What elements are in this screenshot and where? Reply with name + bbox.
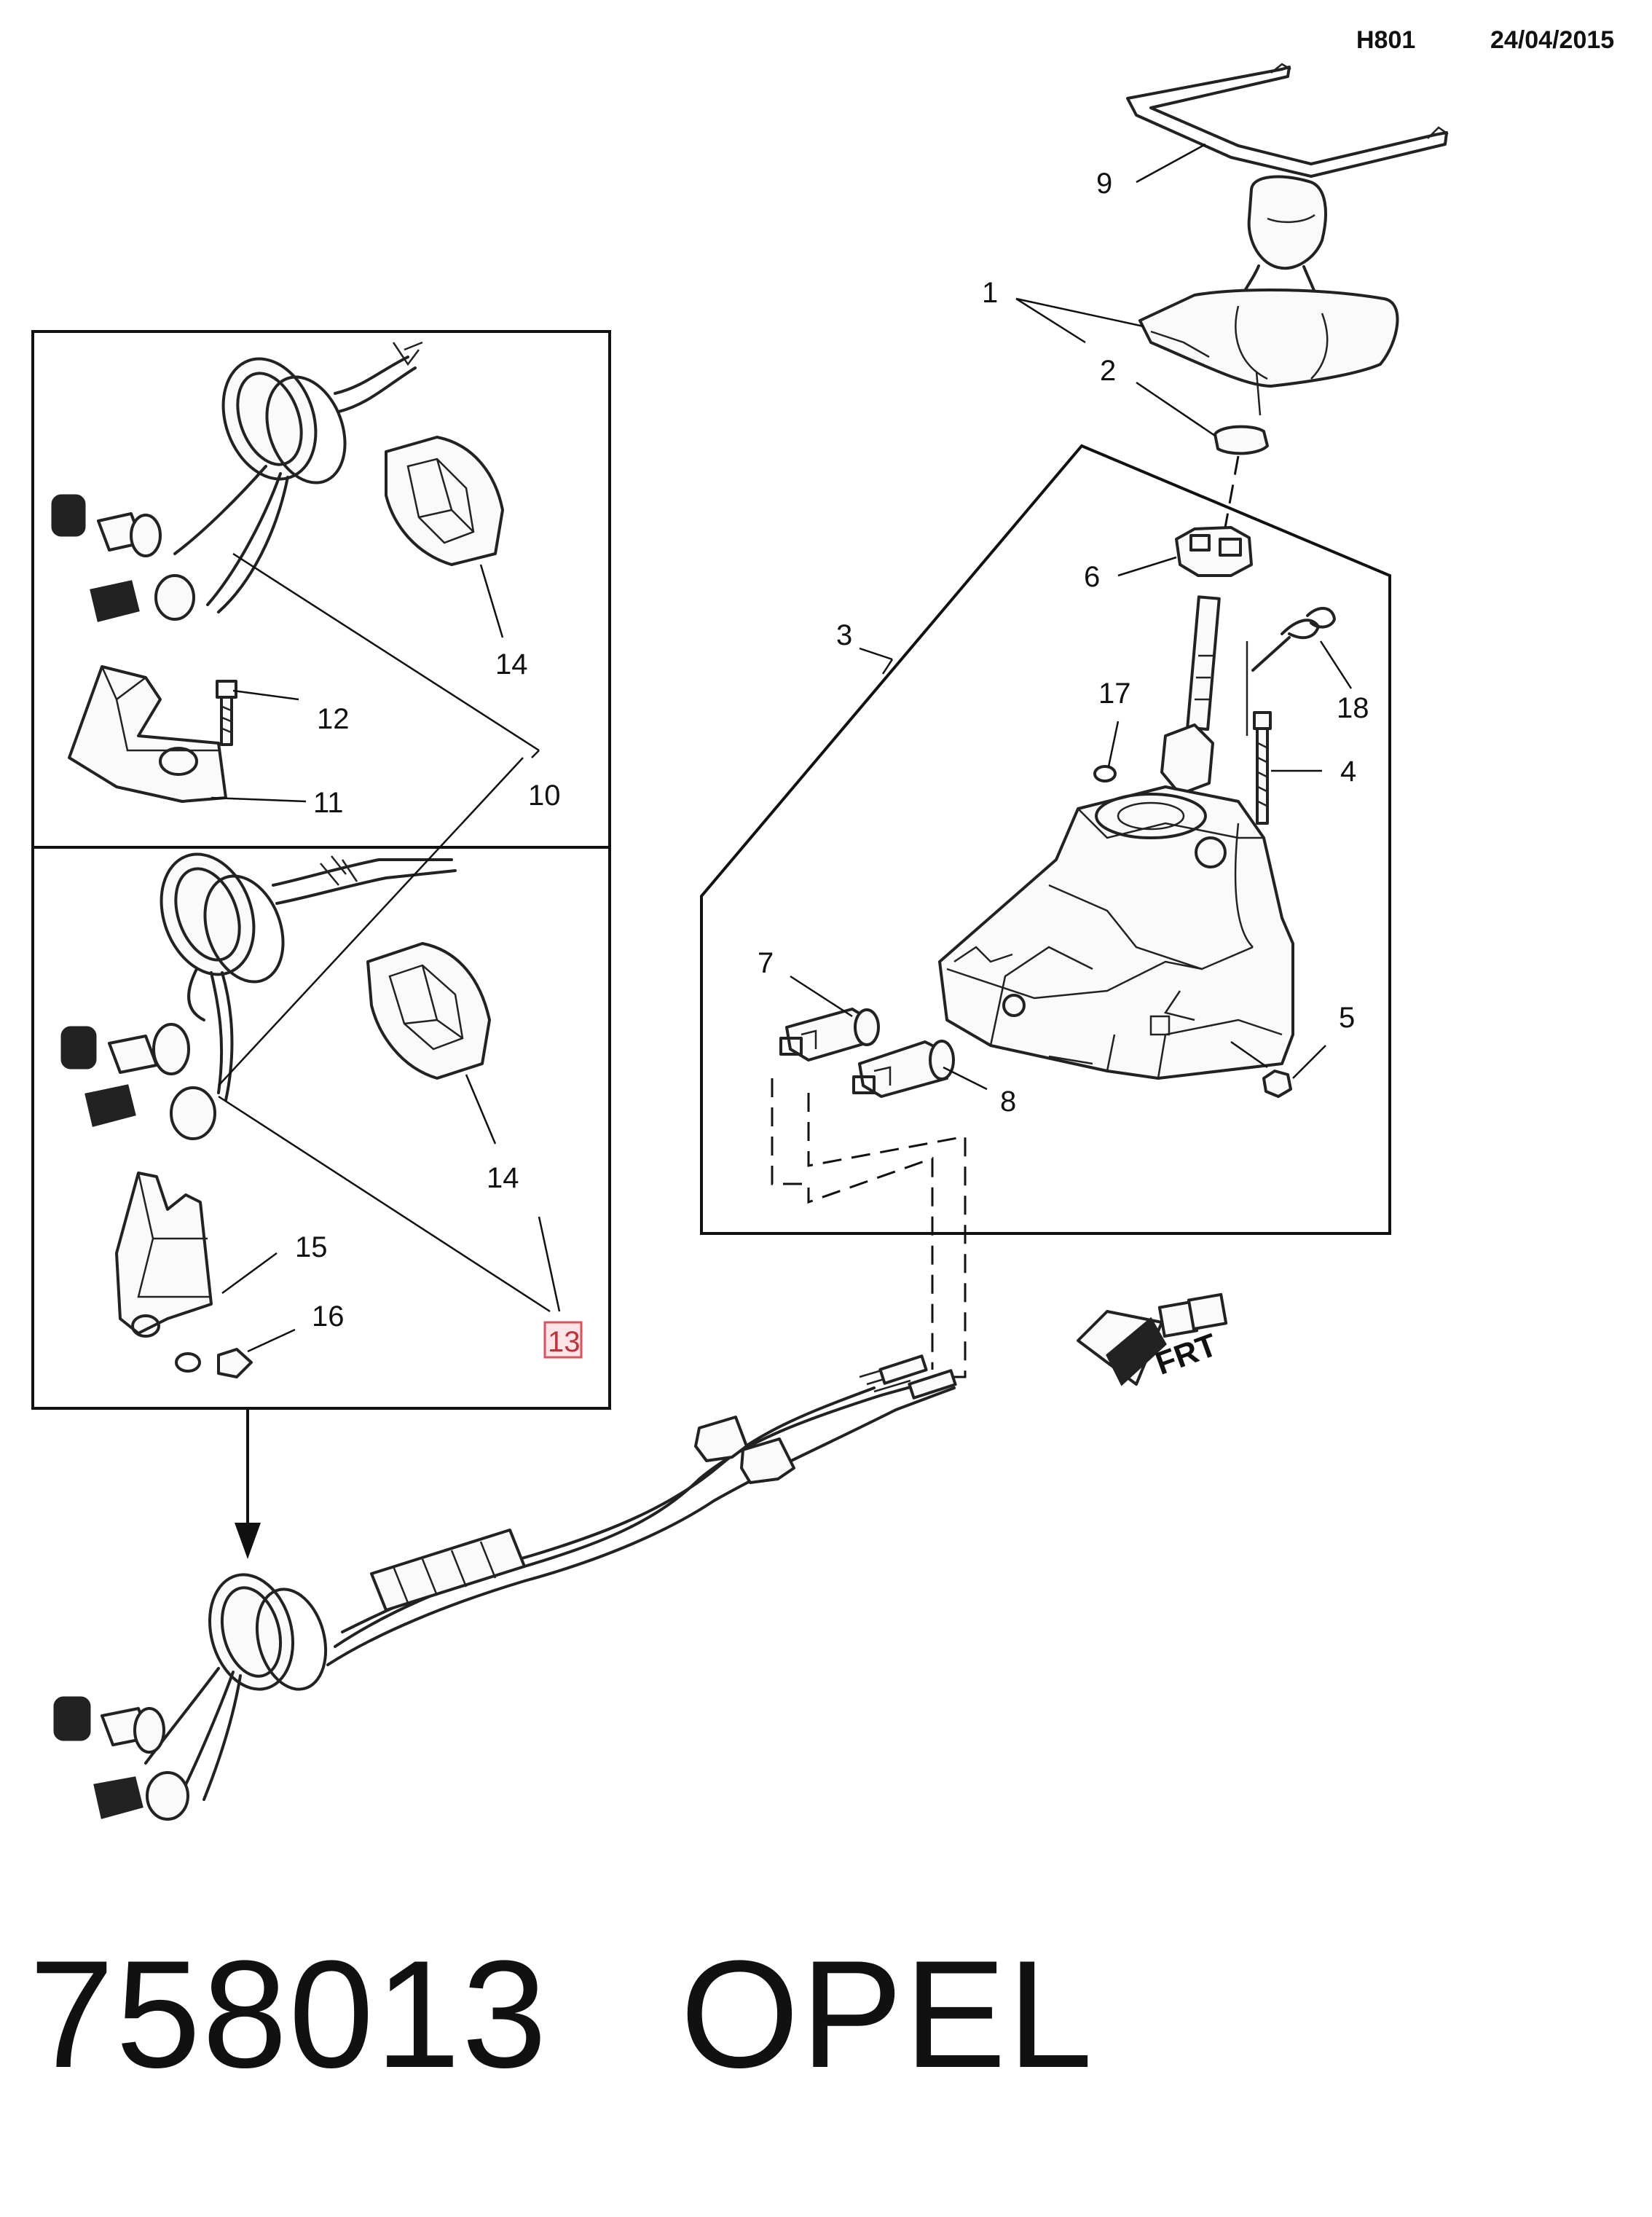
diagram-date: 24/04/2015 (1490, 26, 1615, 54)
inset-arrow (235, 1408, 261, 1559)
inset-upper-cable-ends (51, 465, 289, 622)
shift-lever (1160, 595, 1221, 796)
selector-gate (1175, 526, 1253, 577)
spring-clip (1093, 765, 1117, 782)
inset-upper-bracket (68, 665, 227, 803)
callout-15: 15 (295, 1231, 328, 1263)
trim-bezel (1126, 63, 1449, 178)
diagram-code: H801 (1356, 26, 1416, 54)
callout-7: 7 (758, 947, 774, 979)
cable-grommet-main (208, 1573, 328, 1691)
front-direction-marker: FRT (1077, 1292, 1228, 1386)
callout-2: 2 (1100, 355, 1116, 387)
cable-fitting-8 (852, 1040, 955, 1098)
cable-fitting-7 (779, 1008, 880, 1062)
shift-cable-assembly (326, 1354, 957, 1666)
inset-lower-bearing-plate (366, 942, 491, 1080)
callout-4: 4 (1340, 756, 1356, 788)
callout-3: 3 (836, 619, 852, 651)
gear-knob (1237, 175, 1327, 315)
callout-11: 11 (313, 787, 344, 819)
inset-upper-bolt (216, 680, 237, 746)
callout-9: 9 (1096, 168, 1112, 200)
callout-10: 10 (528, 780, 561, 812)
callout-8: 8 (1000, 1086, 1016, 1118)
callout-14-lower: 14 (487, 1162, 519, 1194)
bolt-long (1253, 711, 1272, 825)
callout-16: 16 (312, 1300, 345, 1333)
shift-boot (1138, 289, 1399, 416)
callout-6: 6 (1084, 561, 1100, 593)
hex-nut (1262, 1070, 1292, 1098)
part-number-brand-footer: 758013 OPEL (29, 1938, 1094, 2091)
retaining-ring (1214, 425, 1269, 536)
callout-14-upper: 14 (495, 648, 528, 680)
return-spring (1246, 607, 1336, 736)
shifter-housing (938, 785, 1294, 1080)
callout-13-highlight (543, 1321, 583, 1359)
inset-frame-lower (31, 846, 611, 1410)
inset-lower-cable-ends (60, 968, 234, 1140)
callout-1: 1 (982, 277, 998, 309)
leader-lines (211, 143, 1353, 1353)
inset-lower-bracket (115, 1172, 213, 1338)
callout-18: 18 (1337, 692, 1369, 724)
inset-upper-bearing-plate (385, 436, 504, 566)
callout-labels: 1 2 3 4 5 6 7 8 9 10 11 12 13 14 14 15 1… (295, 168, 1369, 1359)
cable-routing-dashes (771, 1078, 967, 1378)
assembly-frame (700, 444, 1391, 1235)
inset-upper-grommet (221, 341, 423, 484)
callout-17: 17 (1098, 678, 1131, 710)
part-number: 758013 (29, 1928, 548, 2100)
callout-5: 5 (1339, 1002, 1355, 1034)
cable-ends-main (53, 1667, 242, 1821)
inset-lower-washer (175, 1348, 253, 1378)
inset-lower-grommet (160, 852, 457, 984)
brand-name: OPEL (680, 1928, 1095, 2100)
callout-12: 12 (317, 703, 350, 735)
callout-13: 13 (548, 1326, 581, 1358)
